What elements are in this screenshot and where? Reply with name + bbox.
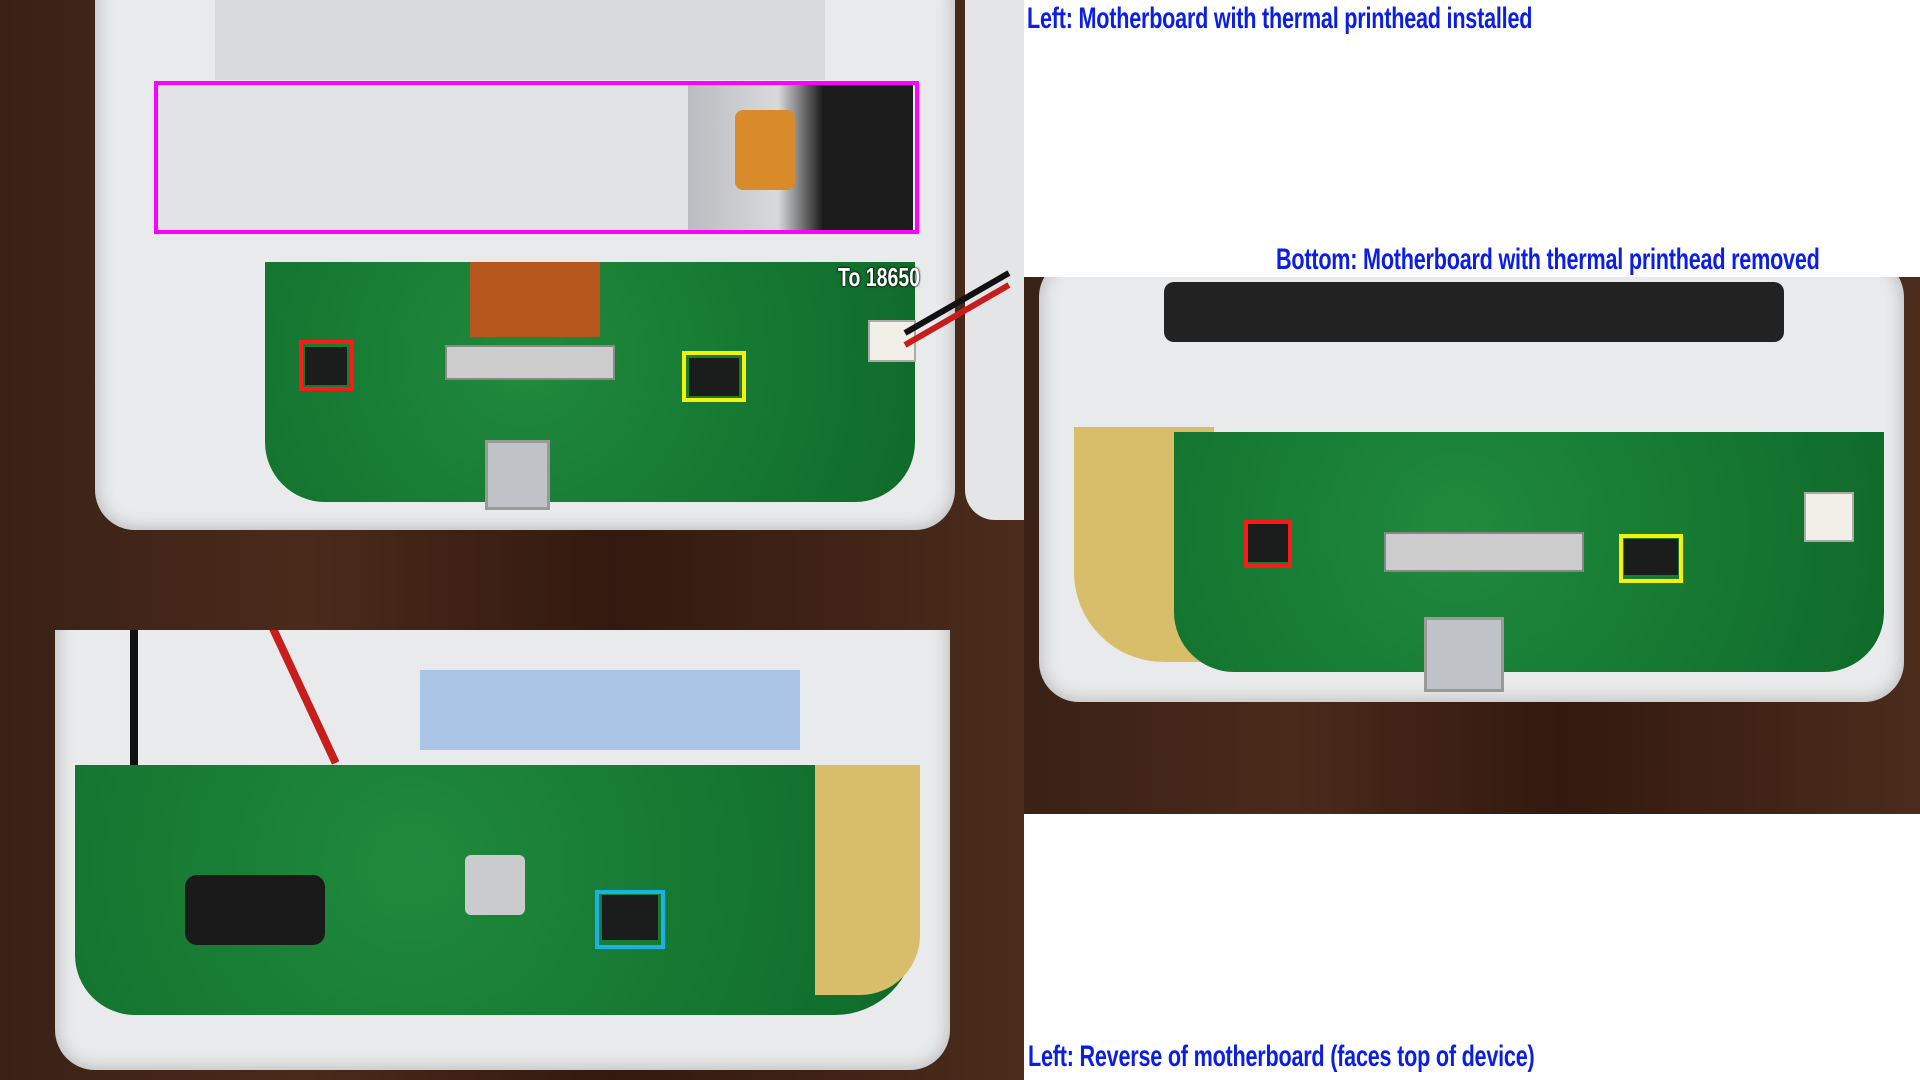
antenna-area bbox=[815, 765, 920, 995]
mcu-chip bbox=[1248, 524, 1288, 562]
fpc-connector bbox=[445, 345, 615, 380]
platen-roller bbox=[1164, 282, 1784, 342]
printhead-highlight-box bbox=[154, 81, 919, 234]
driver-chip bbox=[1624, 539, 1678, 575]
mcu-highlight-box-red bbox=[299, 340, 354, 391]
mcu-highlight-box-red bbox=[1244, 520, 1292, 568]
fpc-connector bbox=[1384, 532, 1584, 572]
photo-motherboard-reverse bbox=[0, 630, 1024, 1080]
ic-chip bbox=[602, 895, 658, 940]
caption-printhead-installed: Left: Motherboard with thermal printhead… bbox=[1027, 2, 1533, 35]
driver-highlight-box-yellow bbox=[682, 351, 746, 402]
capacitor bbox=[185, 875, 325, 945]
caption-printhead-removed: Bottom: Motherboard with thermal printhe… bbox=[1276, 243, 1820, 276]
thermal-printhead bbox=[158, 85, 688, 230]
caption-motherboard-reverse: Left: Reverse of motherboard (faces top … bbox=[1028, 1040, 1535, 1073]
battery-label: To 18650 bbox=[838, 262, 921, 292]
bracket-blue bbox=[420, 670, 800, 750]
stepper-motor bbox=[688, 85, 913, 230]
photo-printhead-installed: To 18650 bbox=[0, 0, 1024, 630]
driver-highlight-box-yellow bbox=[1619, 534, 1683, 583]
ic-highlight-box-cyan bbox=[595, 890, 665, 949]
driver-chip bbox=[689, 358, 739, 396]
motor-flex bbox=[735, 110, 795, 190]
ribbon-cable bbox=[470, 262, 600, 337]
paper-roll-area bbox=[215, 0, 825, 80]
usb-c-port bbox=[485, 440, 550, 510]
white-casing-right-edge bbox=[965, 0, 1024, 520]
photo-printhead-removed bbox=[1024, 277, 1920, 814]
battery-wire-black bbox=[130, 630, 138, 780]
tactile-button bbox=[465, 855, 525, 915]
usb-c-port bbox=[1424, 617, 1504, 692]
mcu-chip bbox=[305, 347, 347, 385]
battery-connector bbox=[1804, 492, 1854, 542]
